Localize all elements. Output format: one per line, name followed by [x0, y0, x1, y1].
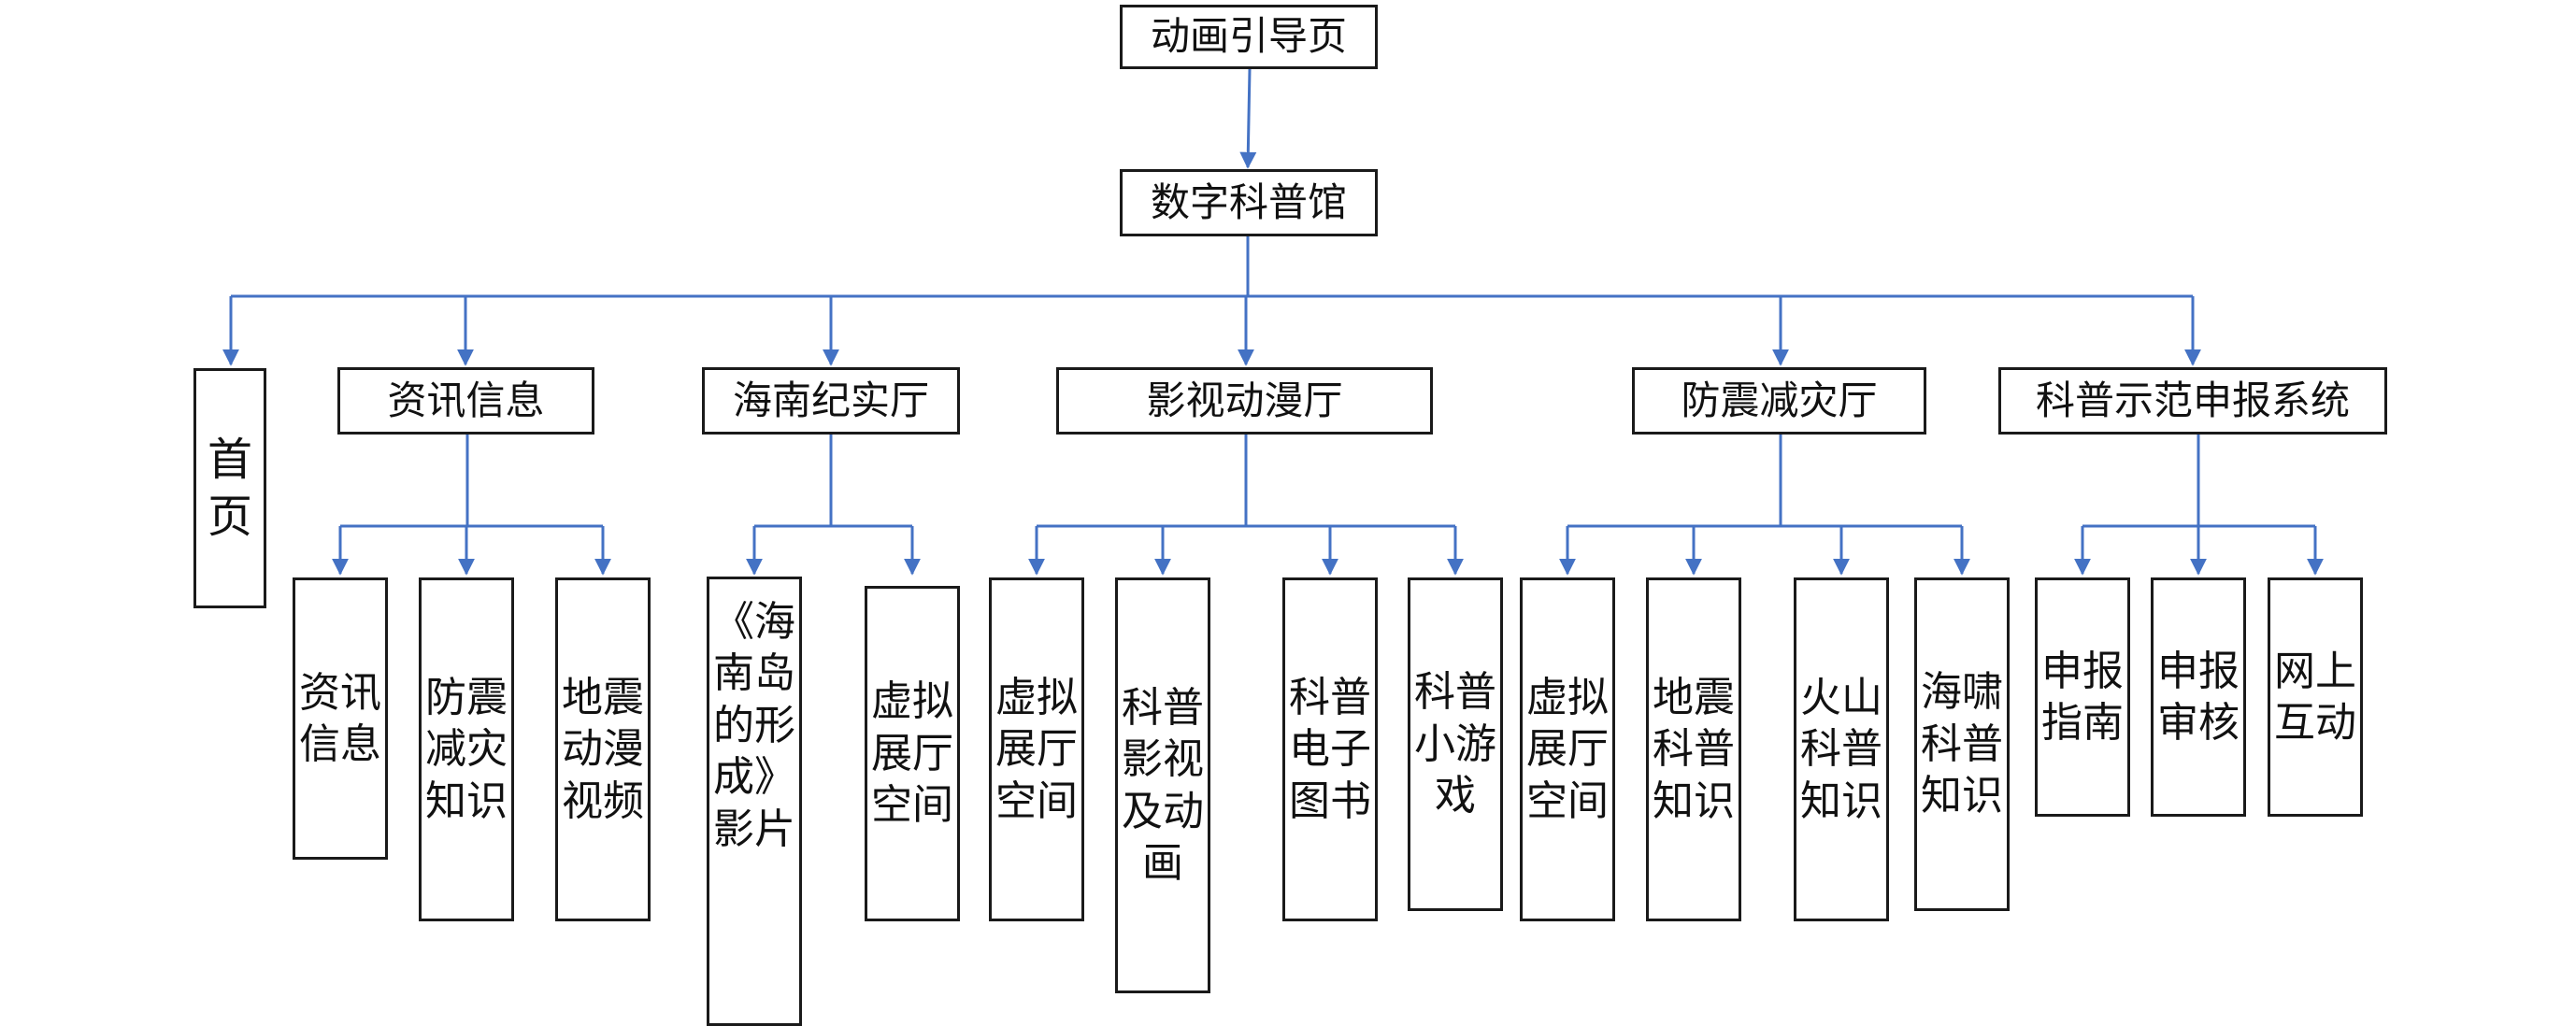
node-quake-sub-volcano: 火山科普知识	[1794, 577, 1889, 921]
node-hainan-sub-virtual: 虚拟展厅空间	[865, 586, 960, 921]
node-disaster-prevention-hall: 防震减灾厅	[1632, 367, 1926, 435]
node-media-sub-games: 科普小游戏	[1408, 577, 1503, 911]
node-media-sub-virtual: 虚拟展厅空间	[989, 577, 1084, 921]
node-animation-intro: 动画引导页	[1120, 5, 1378, 69]
node-digital-science-museum: 数字科普馆	[1120, 169, 1378, 236]
node-demo-sub-review: 申报审核	[2151, 577, 2246, 817]
node-news-sub-knowledge: 防震减灾知识	[419, 577, 514, 921]
node-quake-sub-tsunami: 海啸科普知识	[1914, 577, 2010, 911]
node-demo-sub-interaction: 网上互动	[2268, 577, 2363, 817]
node-media-sub-films: 科普影视及动画	[1115, 577, 1210, 993]
node-hainan-sub-film: 《海南岛的形成》影片	[707, 577, 802, 1026]
node-quake-sub-earthquake: 地震科普知识	[1646, 577, 1741, 921]
node-news-info: 资讯信息	[337, 367, 594, 435]
node-media-sub-ebooks: 科普电子图书	[1282, 577, 1378, 921]
node-quake-sub-virtual: 虚拟展厅空间	[1520, 577, 1615, 921]
node-demo-sub-guide: 申报指南	[2035, 577, 2130, 817]
node-news-sub-info: 资讯信息	[293, 577, 388, 860]
node-news-sub-video: 地震动漫视频	[555, 577, 651, 921]
node-science-demo-system: 科普示范申报系统	[1998, 367, 2387, 435]
node-hainan-hall: 海南纪实厅	[702, 367, 960, 435]
node-film-animation-hall: 影视动漫厅	[1056, 367, 1433, 435]
connector-root-to-museum	[1239, 68, 1257, 169]
node-home: 首页	[193, 368, 266, 608]
